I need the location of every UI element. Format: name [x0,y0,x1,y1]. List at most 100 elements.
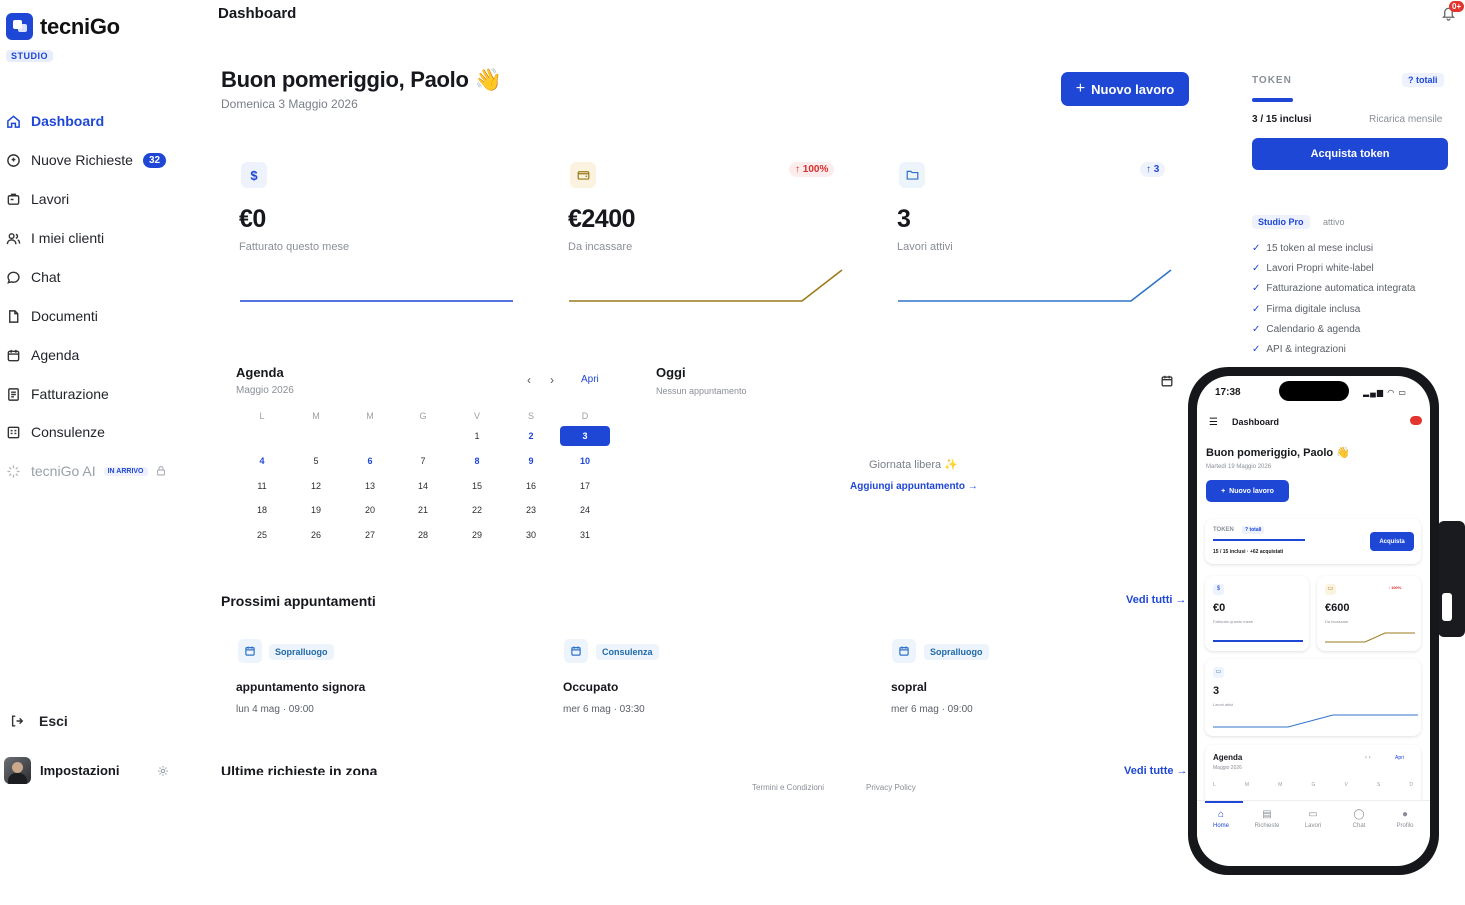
calendar-day[interactable]: 25 [256,530,267,540]
add-appointment-link[interactable]: Aggiungi appuntamento → [850,481,978,492]
folder-icon [899,162,925,188]
calendar-day[interactable]: 18 [256,505,267,515]
calendar-day[interactable]: 27 [364,530,375,540]
calendar-weekday: V [473,411,480,421]
calendar-day[interactable]: 8 [452,451,502,471]
calendar-day[interactable]: 26 [310,530,321,540]
calendar-day-today[interactable]: 3 [560,426,610,446]
phone-agenda-open[interactable]: Apri [1395,755,1404,761]
chevron-right-icon[interactable]: › [550,373,554,387]
logout-button[interactable]: Esci [0,708,190,734]
appointment-name[interactable]: Occupato [563,680,619,694]
calendar-day[interactable]: 31 [579,530,590,540]
stat-jobs-trend: ↑ 3 [1140,162,1166,177]
calendar-day[interactable]: 21 [417,505,428,515]
appointment-time: lun 4 mag · 09:00 [236,704,314,715]
tab-lavori[interactable]: ▭Lavori [1290,809,1336,829]
calendar-day[interactable]: 28 [417,530,428,540]
check-icon: ✓ [1252,263,1261,274]
calendar-day[interactable]: 1 [474,431,480,441]
calendar-day[interactable]: 23 [525,505,536,515]
tab-chat[interactable]: ◯Chat [1336,809,1382,829]
calendar-day[interactable]: 14 [417,481,428,491]
check-icon: ✓ [1252,324,1261,335]
appointment-name[interactable]: appuntamento signora [236,680,366,694]
phone-notification-badge [1410,416,1422,425]
privacy-link[interactable]: Privacy Policy [866,783,916,792]
calendar-day[interactable]: 10 [560,451,610,471]
sidebar-item-label: Lavori [31,191,70,207]
calendar-day[interactable]: 5 [313,456,319,466]
requests-title: Ultime richieste in zona [221,763,378,775]
phone-stat-value: €600 [1325,602,1350,614]
phone-stat-card: ▭ 3 Lavori attivi [1205,659,1421,736]
calendar-day[interactable]: 13 [364,481,375,491]
plan-feature: ✓15 token al mese inclusi [1252,243,1373,254]
calendar-day[interactable]: 17 [579,481,590,491]
logo-icon [6,13,33,40]
weekday: M [1244,782,1250,788]
phone-token-bar [1213,539,1305,541]
sidebar-item-clienti[interactable]: I miei clienti [0,225,190,251]
phone-stat-label: Fatturato questo mese [1213,619,1254,624]
stat-revenue-sparkline [240,300,513,302]
feature-label: Lavori Propri white-label [1266,263,1374,274]
sidebar: tecniGo STUDIO Dashboard Nuove Richieste… [0,0,195,800]
chat-icon: ◯ [1353,809,1365,820]
calendar-day[interactable]: 9 [506,451,556,471]
calendar-day[interactable]: 4 [237,451,287,471]
gear-icon[interactable] [157,764,169,782]
sidebar-item-fatturazione[interactable]: Fatturazione [0,381,190,407]
calendar-day[interactable]: 12 [310,481,321,491]
tab-richieste[interactable]: ▤Richieste [1244,809,1290,829]
requests-see-all-link[interactable]: Vedi tutte → [1124,765,1188,775]
avatar[interactable] [4,757,31,784]
calendar-weekday: M [366,411,374,421]
settings-label[interactable]: Impostazioni [40,763,120,778]
calendar-day[interactable]: 11 [257,481,267,491]
calendar-day[interactable]: 16 [525,481,536,491]
lock-icon [156,463,166,479]
sparkle-icon [5,463,21,479]
sidebar-item-nuove-richieste[interactable]: Nuove Richieste 32 [0,147,190,173]
appointment-name[interactable]: sopral [891,680,928,694]
agenda-open-link[interactable]: Apri [581,374,599,385]
tab-profilo[interactable]: ●Profilo [1382,809,1428,829]
sidebar-item-tecnigo-ai[interactable]: tecniGo AI IN ARRIVO [0,458,190,484]
calendar-day[interactable]: 20 [364,505,375,515]
phone-greeting: Buon pomeriggio, Paolo 👋 [1206,447,1350,459]
calendar-day[interactable]: 24 [579,505,590,515]
check-icon: ✓ [1252,243,1261,254]
calendar-day[interactable]: 22 [471,505,482,515]
tab-home[interactable]: ⌂Home [1198,809,1244,829]
sidebar-item-dashboard[interactable]: Dashboard [0,108,190,134]
chevron-left-icon[interactable]: ‹ [527,373,531,387]
phone-buy-button[interactable]: Acquista [1370,532,1414,551]
upcoming-see-all-link[interactable]: Vedi tutti → [1126,594,1187,606]
weekday: L [1213,782,1216,788]
phone-new-job-button[interactable]: + Nuovo lavoro [1206,480,1289,502]
calendar-day[interactable]: 19 [310,505,321,515]
phone-chevrons-icon[interactable]: ‹ › [1365,755,1371,761]
sidebar-item-chat[interactable]: Chat [0,264,190,290]
calendar-day[interactable]: 29 [471,530,482,540]
sidebar-item-documenti[interactable]: Documenti [0,303,190,329]
menu-icon[interactable]: ☰ [1209,417,1218,428]
weekday: S [1376,782,1381,788]
sidebar-item-lavori[interactable]: Lavori [0,186,190,212]
buy-token-button[interactable]: Acquista token [1252,138,1448,170]
terms-link[interactable]: Termini e Condizioni [752,783,825,792]
calendar-icon[interactable] [1160,374,1174,393]
calendar-day[interactable]: 7 [420,456,426,466]
calendar-day[interactable]: 15 [471,481,482,491]
plan-feature: ✓Calendario & agenda [1252,324,1360,335]
calendar-day[interactable]: 30 [525,530,536,540]
calendar-day[interactable]: 6 [345,451,395,471]
calendar-day[interactable]: 2 [506,426,556,446]
phone-token-total: ? totali [1242,526,1265,534]
sidebar-item-agenda[interactable]: Agenda [0,342,190,368]
sidebar-item-consulenze[interactable]: Consulenze [0,419,190,445]
new-job-button[interactable]: + Nuovo lavoro [1061,72,1189,106]
calendar-weekday: D [581,411,589,421]
calendar-icon [564,639,588,663]
